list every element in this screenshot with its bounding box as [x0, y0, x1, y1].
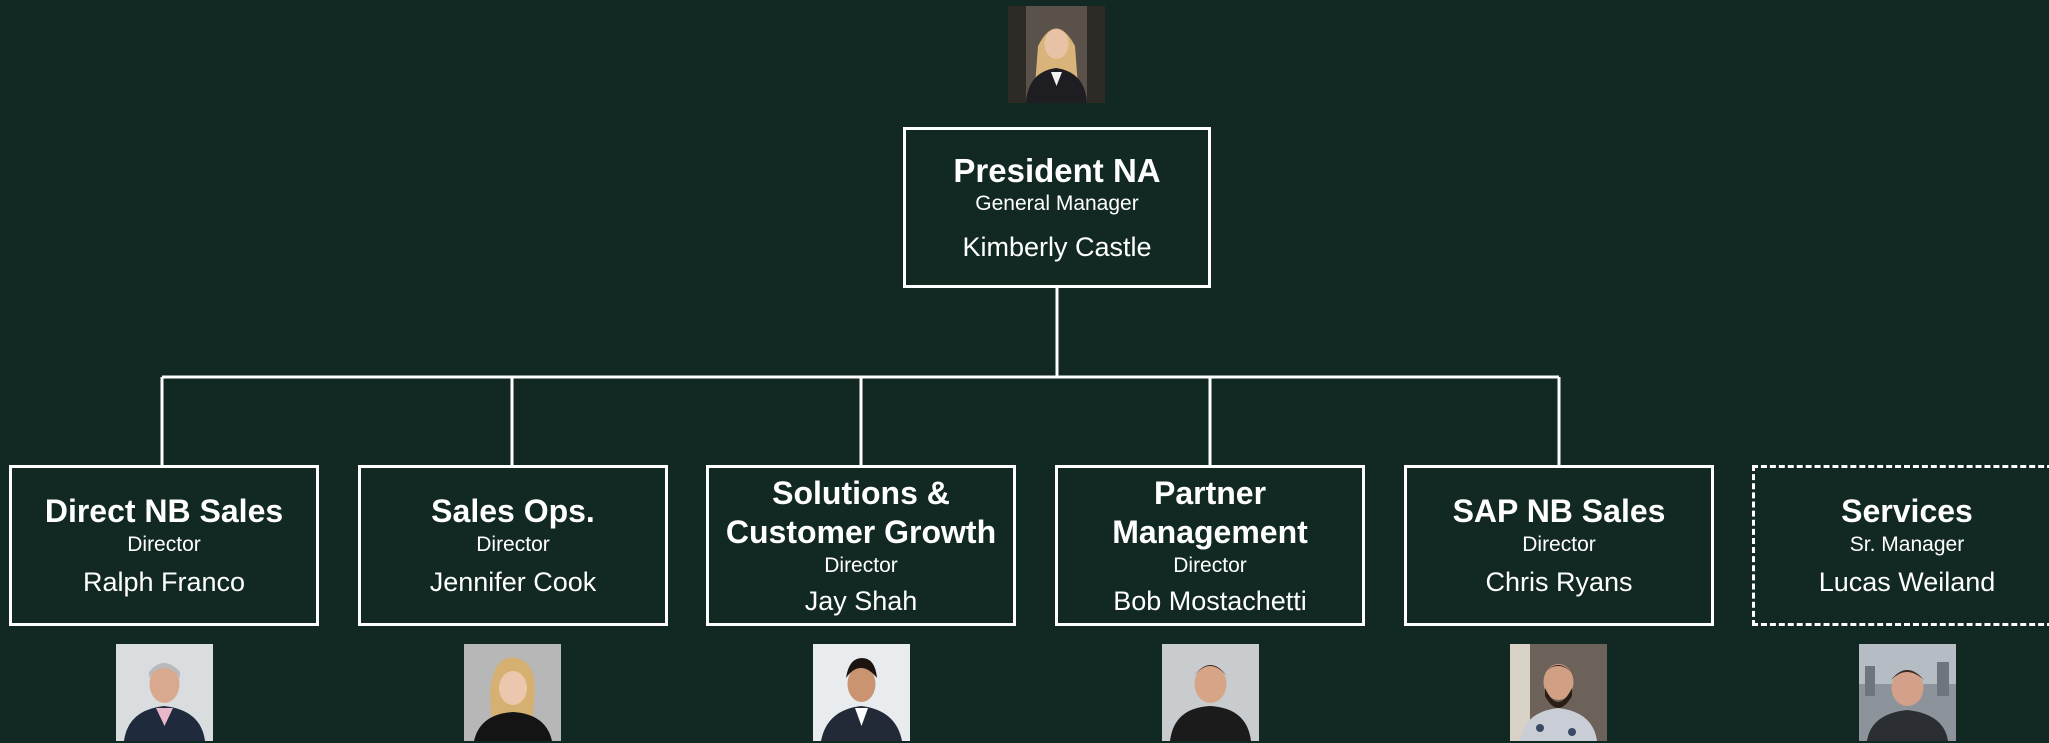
solutions-customer-growth-box: Solutions & Customer Growth Director Jay… — [706, 465, 1016, 626]
jennifer-cook-photo — [464, 644, 561, 741]
president-box: President NA General Manager Kimberly Ca… — [903, 127, 1211, 288]
chris-ryans-photo — [1510, 644, 1607, 741]
jay-shah-photo — [813, 644, 910, 741]
lucas-weiland-photo — [1859, 644, 1956, 741]
box-role: Director — [127, 533, 201, 556]
sap-nb-sales-box: SAP NB Sales Director Chris Ryans — [1404, 465, 1714, 626]
partner-management-box: Partner Management Director Bob Mostache… — [1055, 465, 1365, 626]
box-role: Director — [1173, 553, 1247, 577]
sales-ops-box: Sales Ops. Director Jennifer Cook — [358, 465, 668, 626]
bob-mostachetti-photo — [1162, 644, 1259, 741]
box-title: Services — [1841, 493, 1973, 529]
box-name: Bob Mostachetti — [1113, 585, 1307, 616]
box-title: Direct NB Sales — [44, 493, 284, 529]
direct-nb-sales-box: Direct NB Sales Director Ralph Franco — [9, 465, 319, 626]
president-name: Kimberly Castle — [962, 232, 1152, 262]
ralph-franco-photo — [116, 644, 213, 741]
box-name: Ralph Franco — [82, 567, 246, 597]
president-title: President NA — [953, 152, 1161, 189]
box-role: Director — [476, 533, 550, 556]
box-role: Director — [1522, 533, 1596, 556]
box-name: Jay Shah — [804, 585, 918, 616]
box-role: Director — [824, 553, 898, 577]
president-photo — [1008, 6, 1105, 103]
box-name: Jennifer Cook — [429, 567, 597, 597]
box-name: Chris Ryans — [1485, 567, 1633, 597]
box-title: Partner Management — [1112, 474, 1308, 550]
box-name: Lucas Weiland — [1818, 567, 1996, 597]
box-role: Sr. Manager — [1849, 533, 1965, 556]
box-title: Solutions & Customer Growth — [725, 474, 997, 550]
box-title: Sales Ops. — [431, 493, 595, 529]
services-box: Services Sr. Manager Lucas Weiland — [1752, 465, 2049, 626]
president-role: General Manager — [975, 192, 1139, 215]
box-title: SAP NB Sales — [1452, 493, 1666, 529]
